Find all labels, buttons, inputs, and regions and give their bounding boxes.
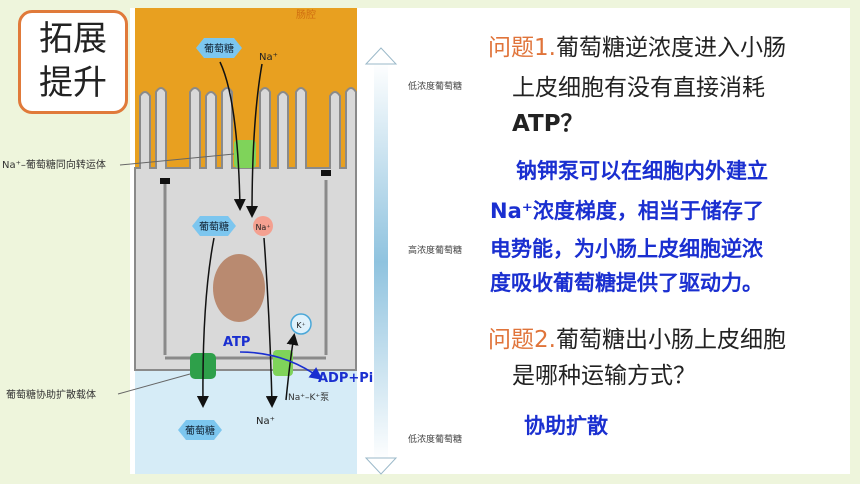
question-1-line-1: 问题1.葡萄糖逆浓度进入小肠 — [488, 28, 786, 68]
atp-label: ATP — [223, 335, 250, 350]
na-top-label: Na⁺ — [259, 52, 278, 63]
symporter-label: Na⁺–葡萄糖同向转运体 — [2, 158, 106, 171]
text-panel — [358, 8, 850, 474]
tight-junction-right — [321, 170, 331, 176]
answer-1-line-2: Na⁺浓度梯度，相当于储存了 — [490, 199, 764, 223]
gradient-low-bottom-label: 低浓度葡萄糖 — [408, 433, 462, 445]
glucose-mid-icon — [192, 216, 236, 236]
glucose-bottom-icon — [178, 420, 222, 440]
badge-line-1: 拓展 — [39, 19, 107, 59]
answer-1-line-3: 电势能，为小肠上皮细胞逆浓 — [490, 237, 763, 261]
glucose-mid-label: 葡萄糖 — [199, 220, 229, 233]
gradient-arrow-bottom — [364, 457, 398, 475]
na-mid-icon — [253, 216, 273, 236]
pump-label: Na⁺–K⁺泵 — [288, 392, 329, 403]
badge-line-2: 提升 — [39, 63, 107, 103]
gradient-high-label: 高浓度葡萄糖 — [408, 244, 462, 256]
k-entry-arrow — [285, 333, 299, 401]
na-bottom-label: Na⁺ — [256, 416, 275, 427]
symporter-icon — [234, 140, 256, 168]
na-mid-label: Na⁺ — [255, 223, 270, 232]
k-ion-label: K⁺ — [296, 321, 305, 330]
atp-arrow — [239, 351, 323, 380]
lumen-label: 肠腔 — [296, 8, 316, 21]
adp-pi-label: ADP+Pi — [318, 371, 373, 386]
carrier-leader — [117, 373, 191, 395]
question-2-line-2: 是哪种运输方式？ — [512, 363, 696, 389]
extension-badge: 拓展 提升 — [18, 10, 128, 114]
question-1-line-2: 上皮细胞有没有直接消耗 — [512, 75, 765, 101]
blood-side — [135, 370, 357, 474]
na-entry-arrow — [246, 63, 263, 218]
question-2-text: 葡萄糖出小肠上皮细胞 — [555, 327, 786, 353]
glucose-exit-arrow — [196, 237, 215, 408]
nucleus — [213, 254, 265, 322]
question-2-lead: 问题2. — [488, 327, 556, 353]
k-ion-icon — [290, 313, 312, 335]
gradient-arrow-top — [364, 47, 398, 65]
question-1-text: 葡萄糖逆浓度进入小肠 — [555, 35, 786, 61]
concentration-gradient-bar — [374, 62, 388, 462]
answer-1-line-4: 度吸收葡萄糖提供了驱动力。 — [490, 271, 763, 295]
tight-junction-left — [160, 178, 170, 184]
glucose-top-label: 葡萄糖 — [204, 42, 234, 55]
na-exit-arrow — [263, 237, 278, 408]
symporter-leader — [119, 153, 235, 166]
glucose-entry-arrow — [219, 61, 246, 211]
question-2-line-1: 问题2.葡萄糖出小肠上皮细胞 — [488, 320, 786, 360]
carrier-label: 葡萄糖协助扩散载体 — [6, 388, 96, 401]
answer-2: 协助扩散 — [524, 414, 608, 438]
glucose-top-icon — [196, 38, 242, 58]
glucose-bottom-label: 葡萄糖 — [185, 424, 215, 437]
answer-1-line-1: 钠钾泵可以在细胞内外建立 — [516, 159, 768, 183]
gradient-low-top-label: 低浓度葡萄糖 — [408, 80, 462, 92]
question-1-line-3: ATP？ — [512, 111, 584, 137]
question-1-lead: 问题1. — [488, 35, 556, 61]
